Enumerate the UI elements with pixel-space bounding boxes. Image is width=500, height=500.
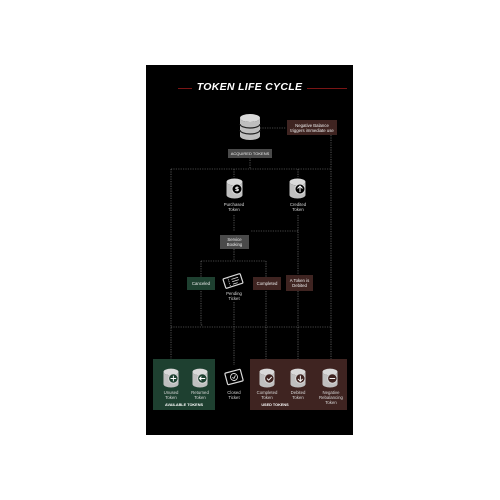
negative-rebalancing-label: Negative Rebalancing Token bbox=[312, 390, 350, 405]
database-icon bbox=[239, 114, 261, 140]
unused-token-line1: Unused bbox=[163, 390, 179, 395]
service-booking-box: Service Booking bbox=[220, 235, 249, 249]
completed-token-line1: Completed bbox=[256, 390, 278, 395]
credited-token-label: Credited Token bbox=[278, 202, 318, 212]
negative-rebalancing-line3: Token bbox=[325, 400, 337, 405]
available-tokens-label: AVAILABLE TOKENS bbox=[165, 403, 203, 407]
svg-text:$: $ bbox=[235, 185, 240, 193]
unused-token-label: Unused Token bbox=[155, 390, 187, 400]
token-debited-line2: Debited bbox=[292, 283, 307, 288]
canceled-box: Canceled bbox=[187, 277, 215, 290]
used-tokens-label: USED TOKENS bbox=[261, 403, 289, 407]
returned-token-label: Returned Token bbox=[184, 390, 216, 400]
closed-ticket-label: Closed Ticket bbox=[218, 390, 250, 400]
purchased-token-label: Purchased Token bbox=[214, 202, 254, 212]
pending-ticket-line1: Pending bbox=[226, 291, 242, 296]
credited-token-line1: Credited bbox=[289, 202, 307, 207]
purchased-token-line2: Token bbox=[228, 207, 240, 212]
returned-token-line1: Returned bbox=[191, 390, 209, 395]
service-booking-line2: Booking bbox=[226, 242, 243, 247]
title-line-left bbox=[178, 88, 192, 89]
unused-token-line2: Token bbox=[165, 395, 177, 400]
ticket-icon bbox=[222, 273, 244, 289]
negative-rebalancing-line1: Negative bbox=[322, 390, 340, 395]
pending-ticket-line2: Ticket bbox=[228, 296, 240, 301]
token-life-cycle-diagram: TOKEN LIFE CYCLE bbox=[146, 65, 353, 435]
database-dollar-icon: $ bbox=[226, 178, 243, 199]
completed-token-label: Completed Token bbox=[250, 390, 284, 400]
purchased-token-line1: Purchased bbox=[223, 202, 245, 207]
database-check-icon bbox=[259, 368, 275, 388]
negative-rebalancing-line2: Rebalancing bbox=[319, 395, 343, 400]
credited-token-line2: Token bbox=[292, 207, 304, 212]
title-line-right bbox=[307, 88, 347, 89]
closed-ticket-line1: Closed bbox=[227, 390, 241, 395]
database-plus-icon bbox=[163, 368, 179, 388]
database-minus-icon bbox=[322, 368, 338, 388]
negative-balance-box: Negative Balance triggers immediate use bbox=[287, 120, 337, 135]
ticket-closed-icon bbox=[224, 368, 244, 386]
closed-ticket-line2: Ticket bbox=[228, 395, 240, 400]
returned-token-line2: Token bbox=[194, 395, 206, 400]
completed-box: Completed bbox=[253, 277, 281, 290]
debited-token-line2: Token bbox=[292, 395, 304, 400]
diagram-title: TOKEN LIFE CYCLE bbox=[196, 81, 303, 93]
service-booking-line1: Service bbox=[227, 237, 242, 242]
connector-lines bbox=[170, 127, 332, 365]
database-upload-icon bbox=[289, 178, 306, 199]
database-return-icon bbox=[192, 368, 208, 388]
token-debited-line1: A Token is bbox=[289, 278, 310, 283]
debited-token-label: Debited Token bbox=[282, 390, 314, 400]
database-down-icon bbox=[290, 368, 306, 388]
completed-token-line2: Token bbox=[261, 395, 273, 400]
token-debited-box: A Token is Debited bbox=[286, 275, 313, 291]
debited-token-line1: Debited bbox=[290, 390, 306, 395]
pending-ticket-label: Pending Ticket bbox=[216, 291, 252, 301]
acquired-tokens-box: ACQUIRED TOKENS bbox=[228, 149, 272, 158]
